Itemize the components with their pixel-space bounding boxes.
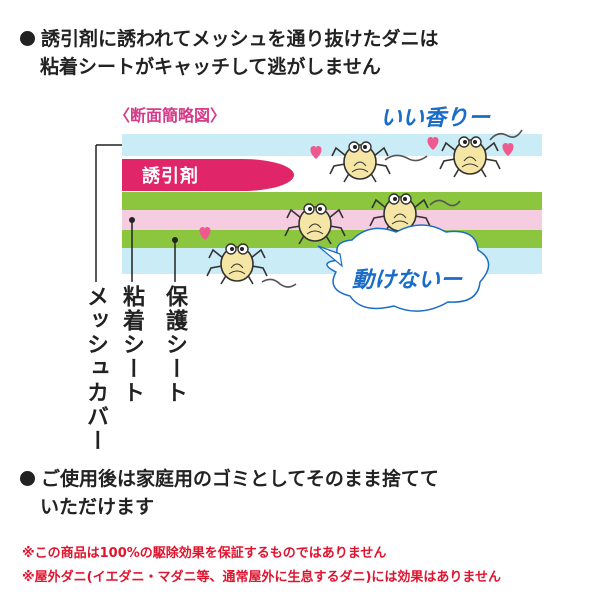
protective-sheet-band (122, 192, 542, 210)
heart-icon (199, 227, 211, 240)
label-mesh-cover: メッシュカバー (83, 285, 108, 453)
heart-icon (310, 146, 322, 159)
bottom-bullet: ご使用後は家庭用のゴミとしてそのまま捨てて (20, 466, 439, 492)
attractant-shape (122, 159, 294, 191)
bullet-dot-icon (20, 31, 35, 46)
mite-icon (329, 141, 391, 183)
top-bullet: 誘引剤に誘われてメッシュを通り抜けたダニは (20, 26, 438, 52)
diagram-caption: 〈断面簡略図〉 (114, 106, 227, 125)
heart-icon (427, 137, 439, 150)
bullet-dot-icon (20, 471, 35, 486)
label-adhesive-sheet: 粘着シート (119, 285, 144, 405)
bottom-bullet-line2: いただけます (40, 496, 155, 518)
top-bullet-line1: 誘引剤に誘われてメッシュを通り抜けたダニは (41, 28, 439, 50)
label-protective-sheet: 保護シート (162, 285, 187, 405)
heart-icon (502, 143, 514, 156)
mite-icon (284, 203, 346, 245)
note-2: ※屋外ダニ(イエダニ・マダニ等、通常屋外に生息するダニ)には効果はありません (22, 570, 502, 585)
attractant-label: 誘引剤 (142, 166, 199, 187)
top-bullet-line2: 粘着シートがキャッチして逃がしません (40, 56, 381, 78)
bottom-bullet-line1: ご使用後は家庭用のゴミとしてそのまま捨てて (41, 468, 439, 490)
mite-icon (439, 136, 501, 178)
adhesive-sheet-band (122, 210, 542, 230)
speech-bottom: 動けないー (352, 268, 463, 293)
speech-top: いい香りー (380, 106, 491, 131)
mite-icon (206, 243, 268, 285)
note-1: ※この商品は100%の駆除効果を保証するものではありません (22, 546, 387, 561)
